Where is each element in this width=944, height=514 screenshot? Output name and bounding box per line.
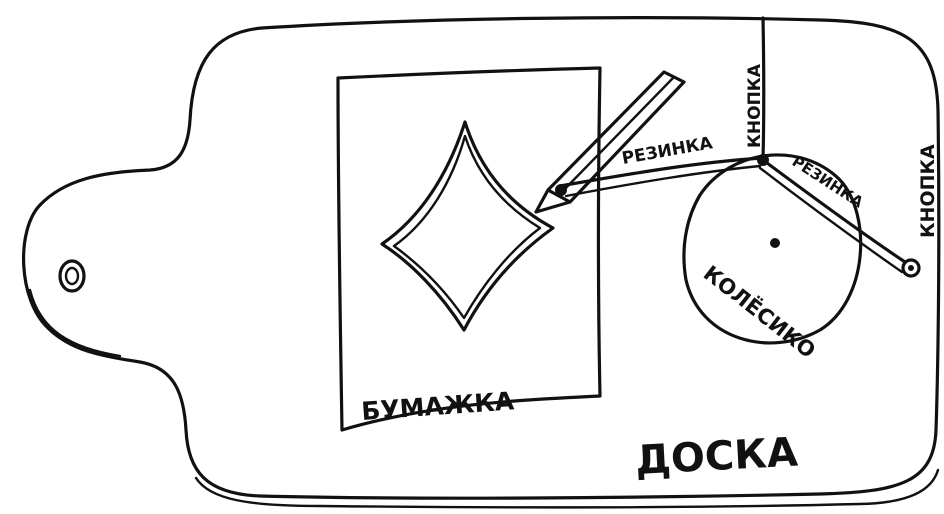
paper-sheet: [338, 68, 600, 430]
hanging-hole-inner: [66, 268, 78, 284]
pencil-center-line: [558, 77, 674, 196]
label-pin-right: КНОПКА: [917, 144, 939, 238]
label-pin-top: КНОПКА: [745, 63, 765, 148]
label-band-right: РЕЗИНКА: [789, 152, 867, 211]
diamond-shape-inner: [394, 136, 540, 318]
label-board: ДОСКА: [634, 430, 799, 484]
diamond-shape: [382, 122, 553, 330]
board-edge-bottom: [196, 470, 938, 507]
label-wheel: КОЛЁСИКО: [699, 260, 821, 363]
paper-outline: [338, 68, 600, 430]
wheel-axle: [770, 238, 780, 248]
rubber-bands: [560, 158, 905, 272]
pin-top-head: [757, 154, 769, 166]
board-outline: [24, 18, 939, 499]
hanging-hole: [60, 261, 84, 291]
pin-right-center: [908, 265, 914, 271]
label-paper: БУМАЖКА: [360, 386, 515, 426]
pins: [757, 18, 919, 276]
board: [24, 18, 939, 508]
